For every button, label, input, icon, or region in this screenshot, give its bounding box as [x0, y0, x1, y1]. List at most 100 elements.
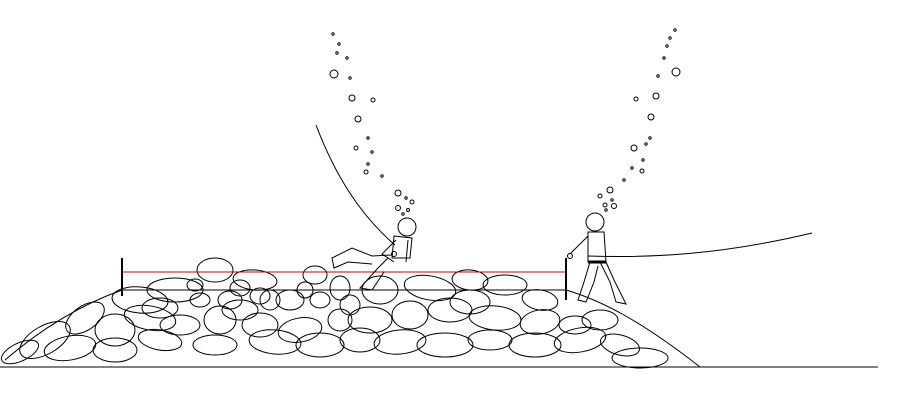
rock: [309, 291, 331, 309]
rock: [468, 305, 522, 331]
rock: [249, 287, 271, 305]
rock: [558, 315, 592, 335]
diver-right-gauge: [567, 253, 573, 259]
air-bubble: [622, 178, 626, 182]
air-bubble: [409, 199, 415, 205]
air-bubble: [394, 189, 402, 197]
air-bubble: [656, 74, 660, 78]
diver-right-leg-front: [599, 261, 627, 305]
air-bubble: [602, 202, 608, 208]
bubble-column-left: [329, 32, 415, 216]
rock: [0, 339, 40, 365]
rock: [277, 317, 323, 343]
air-bubble: [597, 193, 603, 199]
air-bubble: [395, 205, 401, 211]
diver-left-head: [397, 217, 417, 237]
air-bubble: [665, 44, 669, 48]
rock: [373, 329, 427, 355]
air-bubble: [610, 198, 614, 202]
diver-left-arm: [381, 239, 397, 263]
diver-left: [331, 217, 417, 291]
air-bubble: [671, 67, 681, 77]
air-bubble: [662, 56, 666, 60]
rock: [43, 334, 97, 362]
air-bubble: [353, 145, 359, 151]
air-line-left: [315, 124, 396, 246]
diver-left-torso: [391, 235, 413, 259]
air-bubble: [370, 97, 376, 103]
rock: [339, 294, 361, 316]
air-bubble: [337, 42, 341, 46]
air-bubble: [354, 115, 362, 123]
air-line-right: [587, 232, 813, 258]
rock: [403, 274, 457, 302]
air-bubble: [652, 92, 660, 100]
rock: [295, 332, 345, 358]
rock: [427, 297, 473, 323]
rock: [259, 289, 281, 311]
air-bubble: [335, 51, 339, 55]
air-bubble: [630, 144, 638, 152]
rock: [159, 314, 201, 336]
diver-left-arm-right: [405, 239, 409, 263]
rock: [189, 292, 211, 308]
air-bubble: [363, 169, 369, 175]
diver-left-gauge: [391, 251, 397, 257]
rock: [302, 265, 328, 285]
air-bubble: [639, 168, 645, 174]
rubble-mound: [0, 257, 701, 369]
rock: [186, 278, 204, 292]
air-bubble: [404, 196, 408, 200]
rock: [241, 312, 279, 338]
air-bubble: [348, 76, 352, 80]
rock: [196, 257, 234, 283]
diver-right-head: [585, 212, 605, 232]
rock: [482, 274, 528, 296]
air-bubble: [633, 96, 639, 102]
rock: [611, 347, 669, 369]
air-bubble: [647, 113, 655, 121]
air-bubble: [673, 28, 677, 32]
rock: [94, 313, 136, 347]
rock: [65, 301, 105, 335]
air-bubble: [644, 142, 648, 146]
rock-group: [0, 257, 669, 369]
air-bubble: [329, 69, 339, 79]
air-bubble: [380, 174, 384, 178]
rock: [141, 297, 179, 319]
diver-right-torso: [587, 231, 607, 263]
rock: [521, 289, 559, 311]
rock: [416, 332, 474, 358]
rock: [192, 334, 238, 356]
air-bubble: [611, 203, 617, 209]
rock: [92, 337, 138, 363]
diver-right-arm: [569, 235, 589, 255]
bubble-column-right: [597, 28, 681, 212]
rock: [329, 275, 351, 301]
rock: [327, 308, 353, 332]
rock: [449, 289, 491, 315]
air-bubble: [606, 186, 614, 194]
air-bubble: [668, 36, 672, 40]
rock: [600, 333, 640, 357]
rock: [137, 328, 183, 352]
rock: [339, 327, 381, 353]
rock: [221, 299, 259, 321]
diver-left-leg-front: [359, 257, 389, 291]
rock: [467, 329, 513, 351]
rock: [19, 320, 71, 360]
air-bubble: [641, 158, 645, 162]
diver-right: [567, 212, 627, 305]
rock: [391, 300, 429, 330]
rock: [508, 332, 562, 358]
air-bubble: [366, 162, 370, 166]
rock: [111, 286, 169, 314]
air-bubble: [406, 208, 410, 212]
rock: [229, 279, 251, 297]
air-bubble: [345, 56, 349, 60]
rock: [581, 309, 619, 331]
diver-right-leg-back: [577, 261, 599, 303]
rock: [203, 305, 237, 335]
